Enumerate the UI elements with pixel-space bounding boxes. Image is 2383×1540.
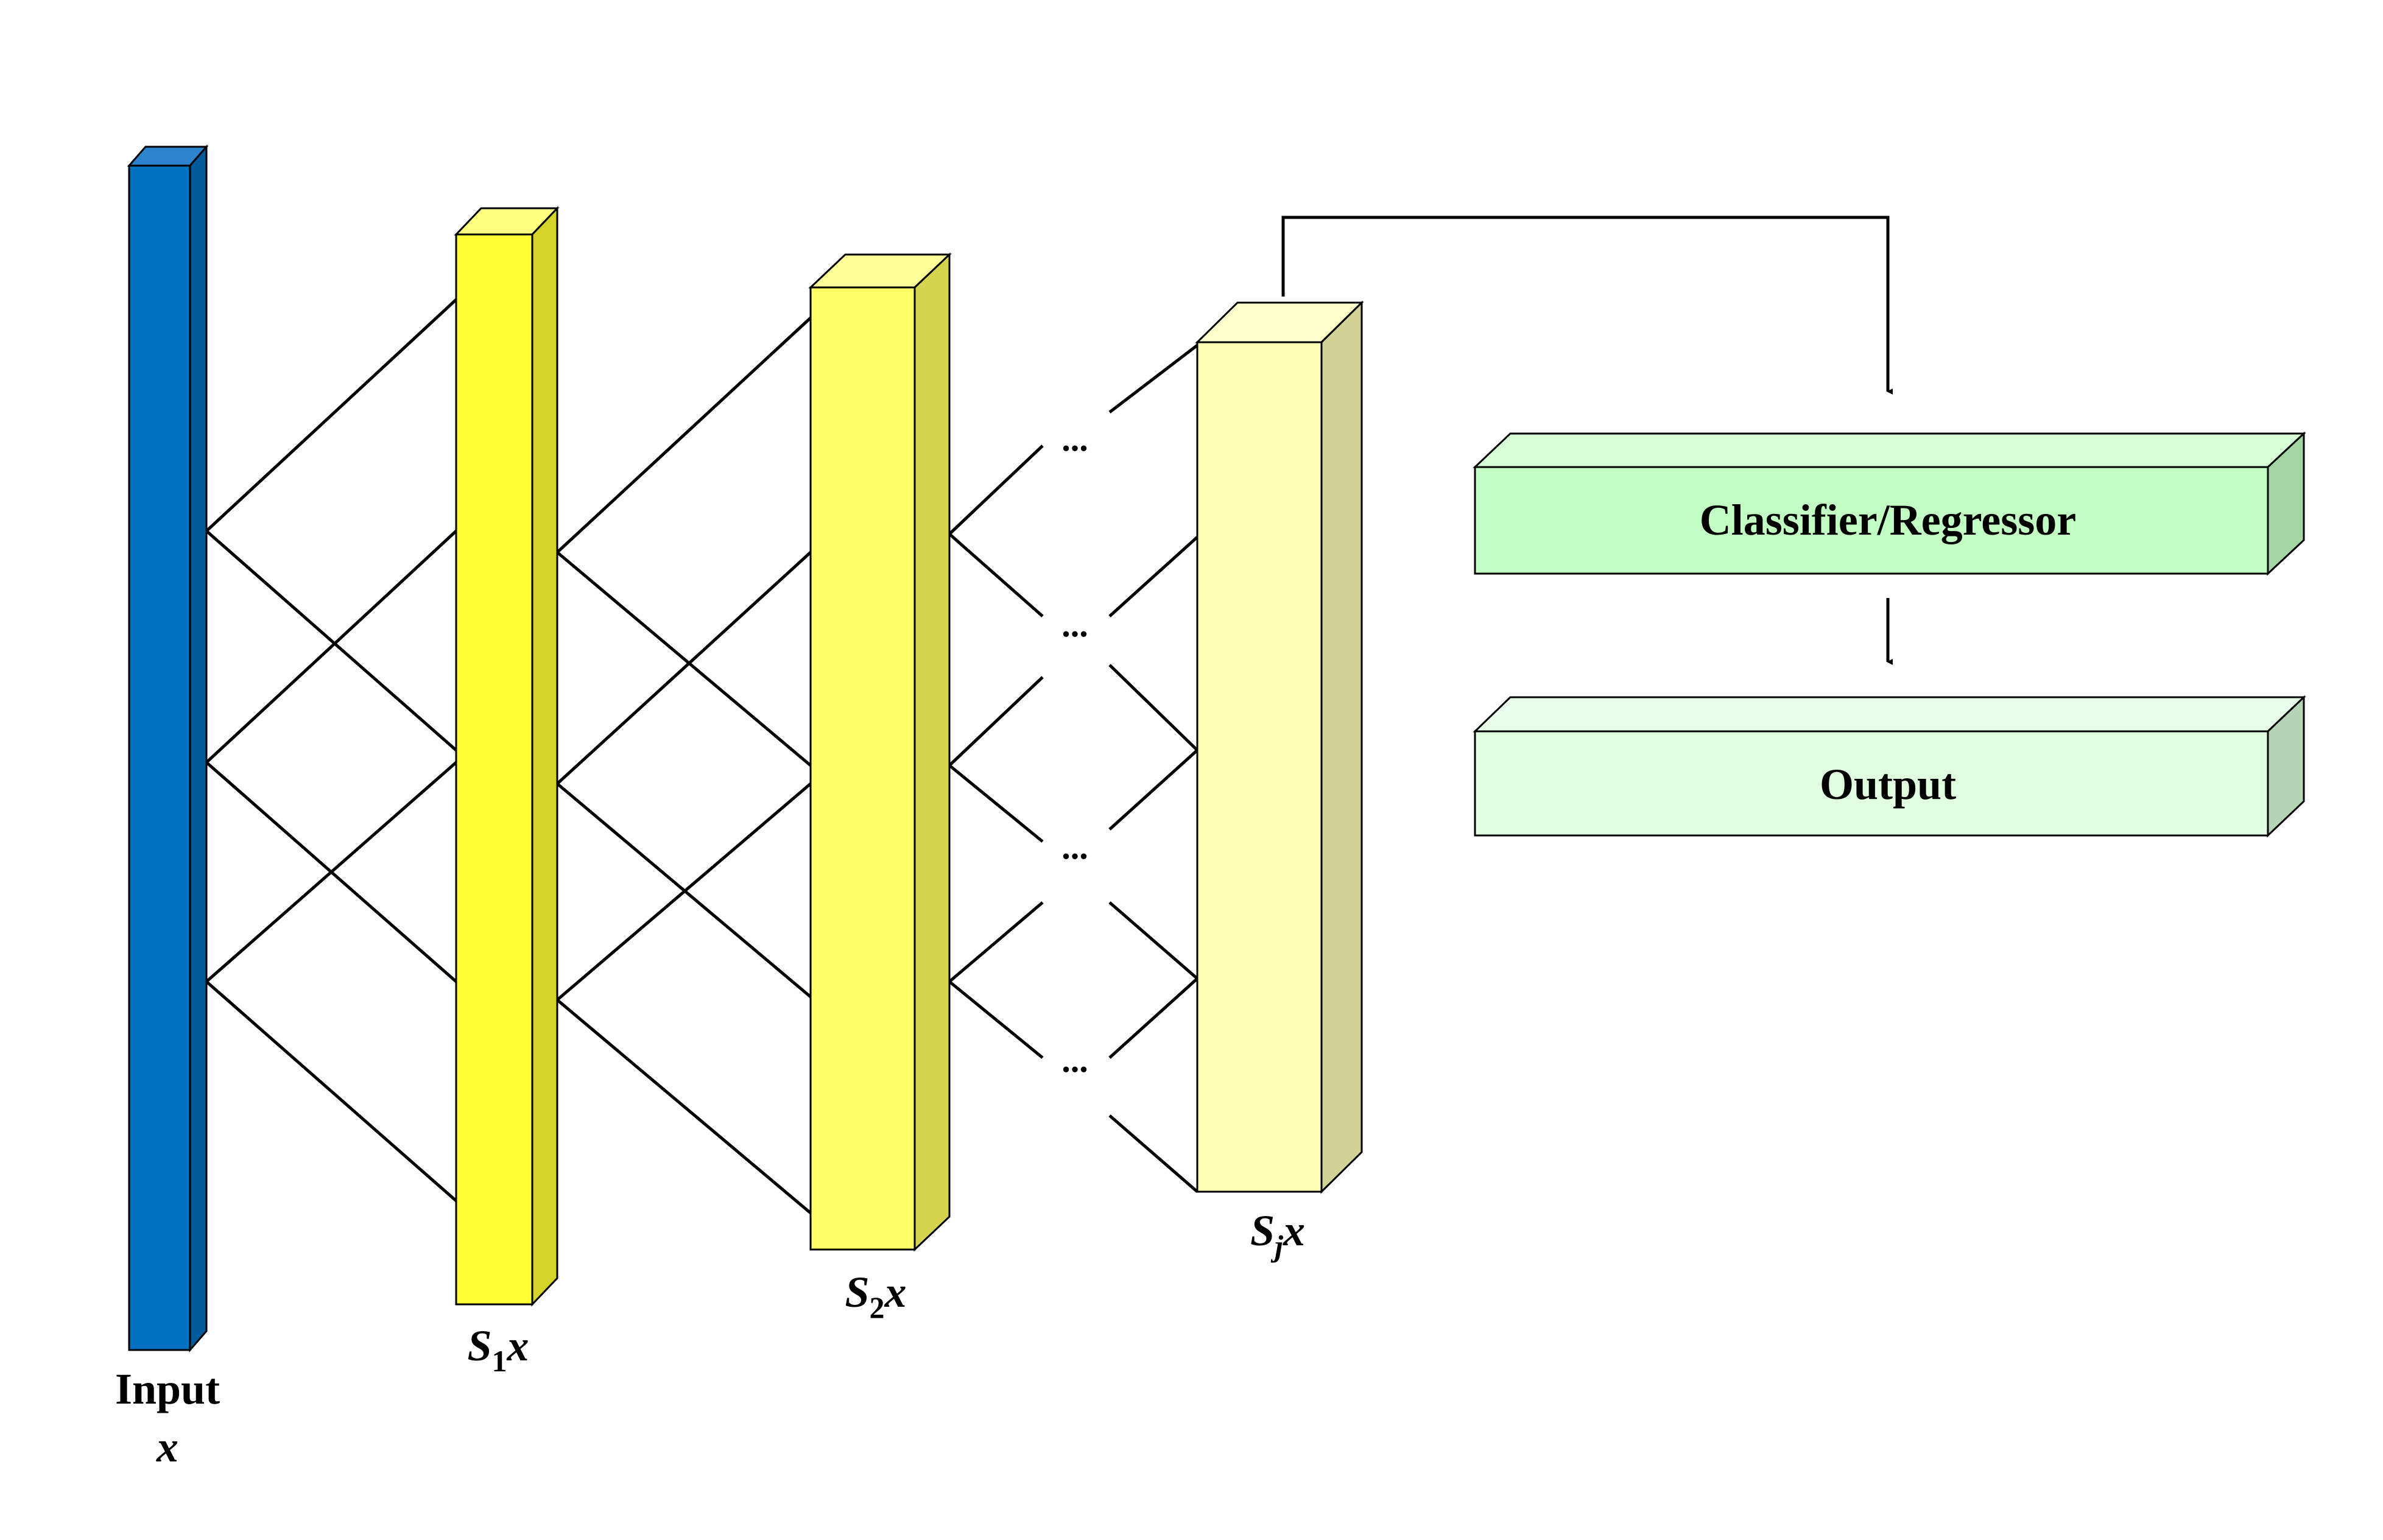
input-label: Input bbox=[115, 1365, 220, 1413]
s2-label: S2x bbox=[845, 1268, 906, 1324]
connection-line bbox=[1108, 749, 1199, 831]
connection-line bbox=[205, 530, 457, 751]
sj-layer bbox=[1195, 300, 1364, 1194]
connection-line bbox=[1108, 1114, 1199, 1193]
connection-line bbox=[205, 980, 457, 1202]
connection-line bbox=[948, 676, 1044, 767]
classifier-block-front bbox=[1474, 466, 2269, 575]
s1-layer-side bbox=[531, 206, 558, 1307]
connection-line bbox=[948, 764, 1044, 843]
connection-line bbox=[556, 551, 812, 767]
input-variable-label: x bbox=[156, 1422, 178, 1471]
connection-line bbox=[948, 533, 1044, 617]
output-block: Output bbox=[1473, 695, 2306, 838]
ellipsis-3: ... bbox=[1061, 827, 1088, 867]
connection-line bbox=[556, 551, 812, 785]
input-layer-side bbox=[189, 144, 208, 1353]
s1-layer bbox=[454, 206, 560, 1307]
classifier-regressor-block: Classifier/Regressor bbox=[1473, 431, 2306, 576]
output-block-top bbox=[1473, 696, 2306, 733]
connection-line bbox=[205, 761, 457, 983]
output-label: Output bbox=[1820, 760, 1956, 809]
connection-line bbox=[556, 782, 812, 1001]
s2-layer-front bbox=[809, 286, 916, 1251]
ellipsis-2: ... bbox=[1061, 605, 1088, 644]
sj-to-classifier-connector bbox=[1281, 216, 1893, 395]
connection-line bbox=[1108, 664, 1199, 751]
ellipsis-4: ... bbox=[1061, 1040, 1088, 1080]
connection-line bbox=[556, 999, 812, 1214]
connection-line bbox=[1108, 344, 1199, 413]
connection-line bbox=[205, 298, 457, 532]
s1-subscript: 1 bbox=[492, 1344, 507, 1378]
ellipsis-1: ... bbox=[1061, 419, 1088, 459]
input-layer-front bbox=[128, 164, 191, 1351]
s1-layer-front bbox=[455, 233, 533, 1306]
sj-layer-front bbox=[1196, 341, 1323, 1193]
connection-line bbox=[1108, 536, 1199, 617]
classifier-block-top bbox=[1473, 432, 2306, 468]
s2-subscript: 2 bbox=[870, 1290, 885, 1324]
sj-layer-side bbox=[1320, 300, 1363, 1194]
connection-line bbox=[948, 445, 1044, 535]
classifier-regressor-label: Classifier/Regressor bbox=[1700, 496, 2077, 544]
s2-layer bbox=[808, 252, 952, 1252]
s2-layer-side bbox=[913, 252, 951, 1252]
connection-line bbox=[948, 901, 1044, 983]
connection-line bbox=[1108, 901, 1199, 980]
connection-line bbox=[948, 980, 1044, 1059]
sj-label: Sjx bbox=[1250, 1206, 1305, 1263]
connection-line bbox=[205, 530, 457, 764]
output-block-front bbox=[1474, 730, 2269, 837]
connection-line bbox=[1108, 977, 1199, 1059]
input-layer bbox=[127, 144, 209, 1353]
layer-connections bbox=[205, 298, 1199, 1214]
connection-line bbox=[556, 317, 812, 554]
s1-label: S1x bbox=[467, 1321, 529, 1378]
